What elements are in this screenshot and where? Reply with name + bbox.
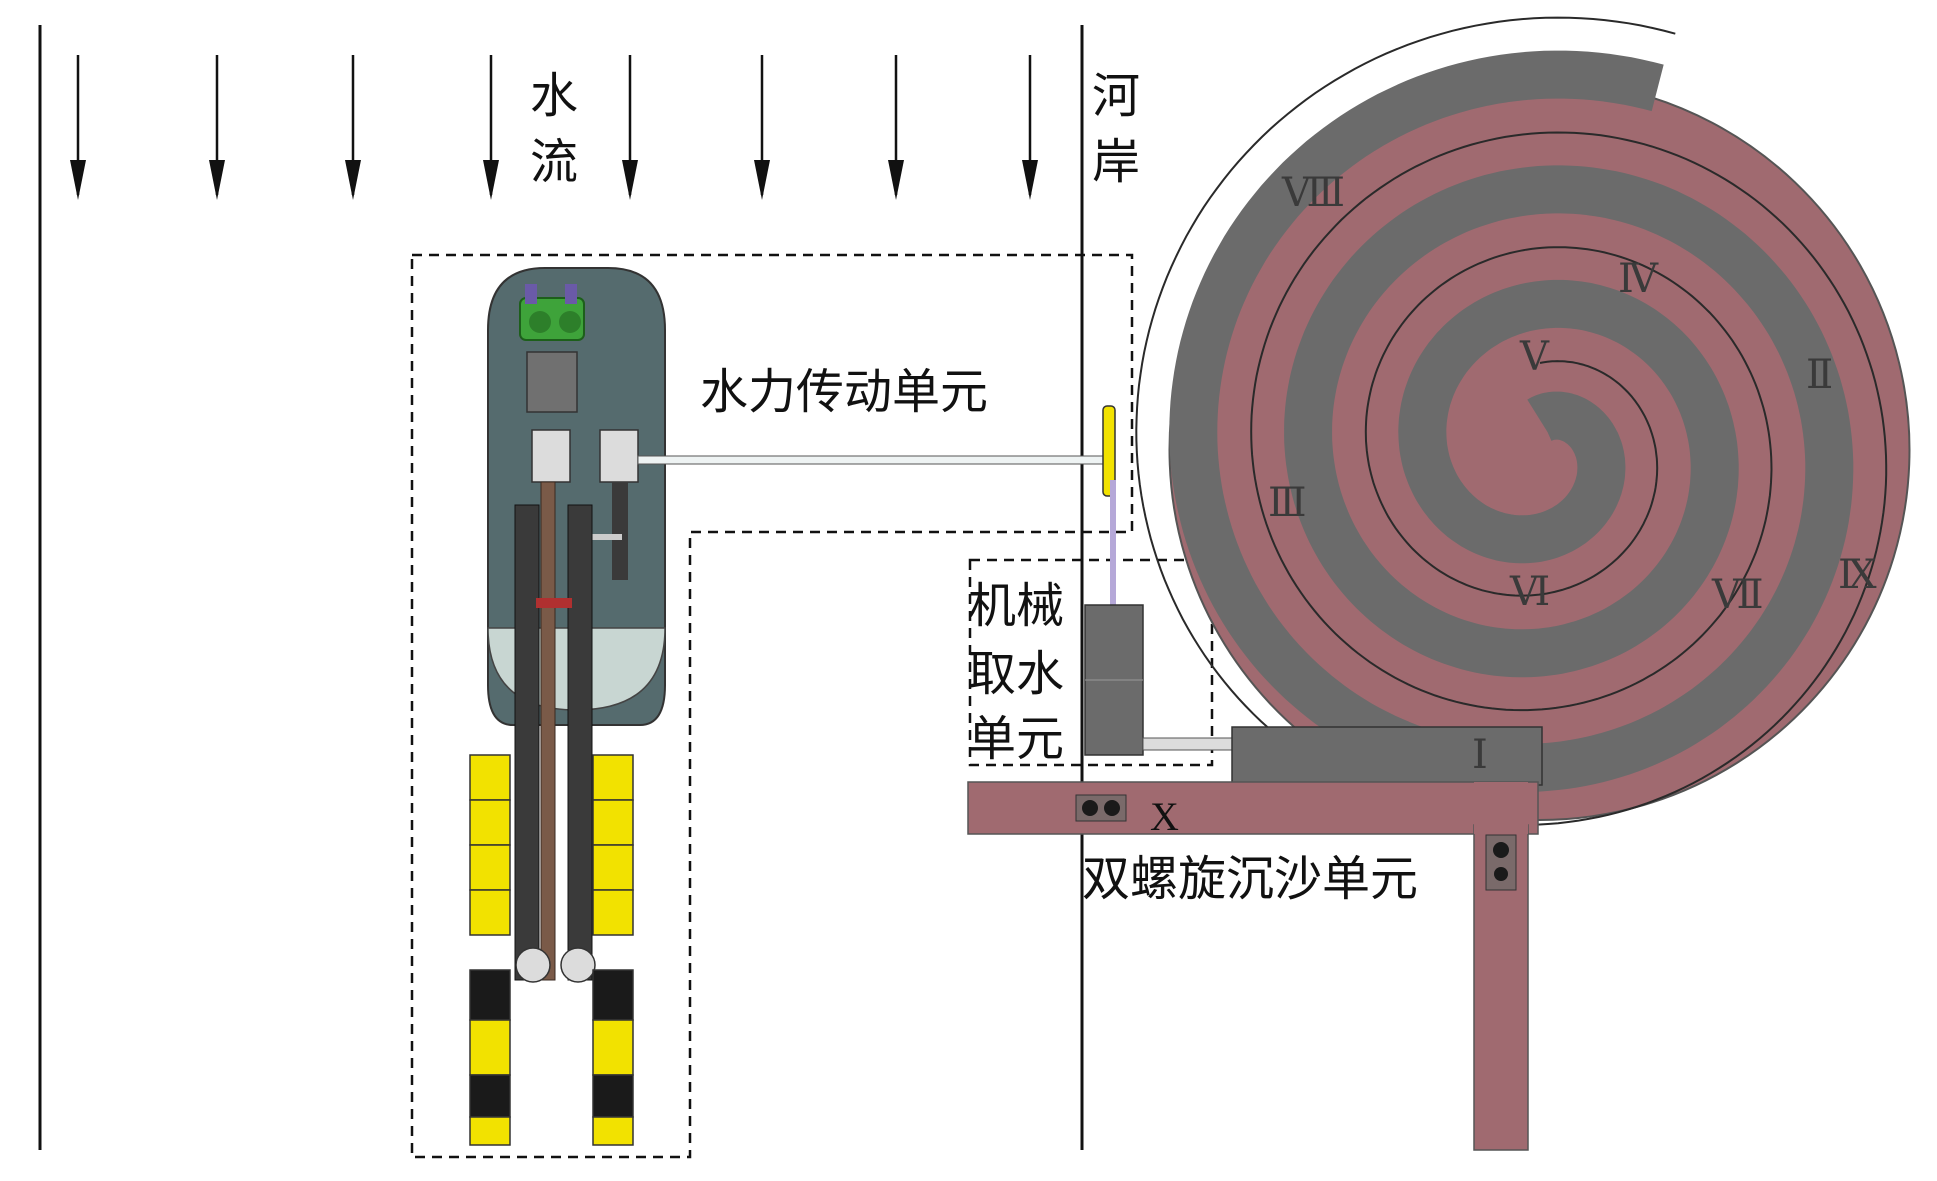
numeral-4: Ⅳ — [1618, 256, 1659, 301]
transmission-shaft — [637, 455, 1109, 465]
intake-unit-boundary — [968, 558, 1214, 767]
flow-arrows — [70, 55, 1038, 200]
settling-unit-label: 双螺旋沉沙单元 — [1082, 851, 1418, 907]
valve-vertical — [1485, 834, 1517, 891]
gear-assembly — [519, 284, 585, 341]
numeral-6: Ⅵ — [1509, 569, 1550, 614]
numeral-9: Ⅸ — [1838, 552, 1877, 597]
water-flow-label-1: 水 — [530, 68, 578, 124]
intake-unit-label-2: 取水 — [968, 646, 1064, 702]
bottom-right-wheel — [560, 947, 596, 983]
numeral-5: Ⅴ — [1519, 334, 1550, 379]
numeral-1: Ⅰ — [1472, 732, 1488, 777]
drive-belt — [540, 481, 556, 981]
intake-unit-label-1: 机械 — [968, 578, 1064, 634]
spiral-settling-unit — [1135, 16, 1911, 826]
river-bank-label-1: 河 — [1092, 68, 1140, 124]
intake-unit-label-3: 单元 — [968, 711, 1064, 767]
channel-numerals: Ⅰ Ⅱ Ⅲ Ⅳ Ⅴ Ⅵ Ⅶ Ⅷ Ⅸ X — [1150, 170, 1877, 839]
right-arm — [567, 504, 593, 981]
water-flow-label-2: 流 — [530, 134, 578, 190]
hydraulic-unit-label: 水力传动单元 — [700, 364, 988, 420]
bottom-left-wheel — [515, 947, 551, 983]
hydraulic-unit-boundary — [410, 253, 1134, 1159]
right-paddle-wheel — [592, 754, 634, 1146]
left-pulley — [531, 429, 571, 483]
left-paddle-wheel — [469, 754, 511, 1146]
gear-shaft — [612, 482, 628, 580]
shaft-end-pulley — [1102, 405, 1116, 497]
machine-post — [526, 351, 578, 413]
outlet-junction — [1474, 782, 1528, 834]
numeral-3: Ⅲ — [1268, 480, 1307, 525]
numeral-7: Ⅶ — [1711, 572, 1764, 617]
left-arm — [514, 504, 540, 981]
inlet-channel — [1231, 726, 1543, 786]
horizontal-outlet-channel — [967, 781, 1539, 835]
river-bank-label-2: 岸 — [1092, 134, 1140, 190]
right-pulley — [599, 429, 639, 483]
numeral-8: Ⅷ — [1281, 170, 1345, 215]
valve-horizontal — [1075, 794, 1127, 822]
numeral-2: Ⅱ — [1806, 352, 1833, 397]
numeral-10: X — [1150, 794, 1179, 839]
intake-pipe — [1110, 480, 1116, 605]
